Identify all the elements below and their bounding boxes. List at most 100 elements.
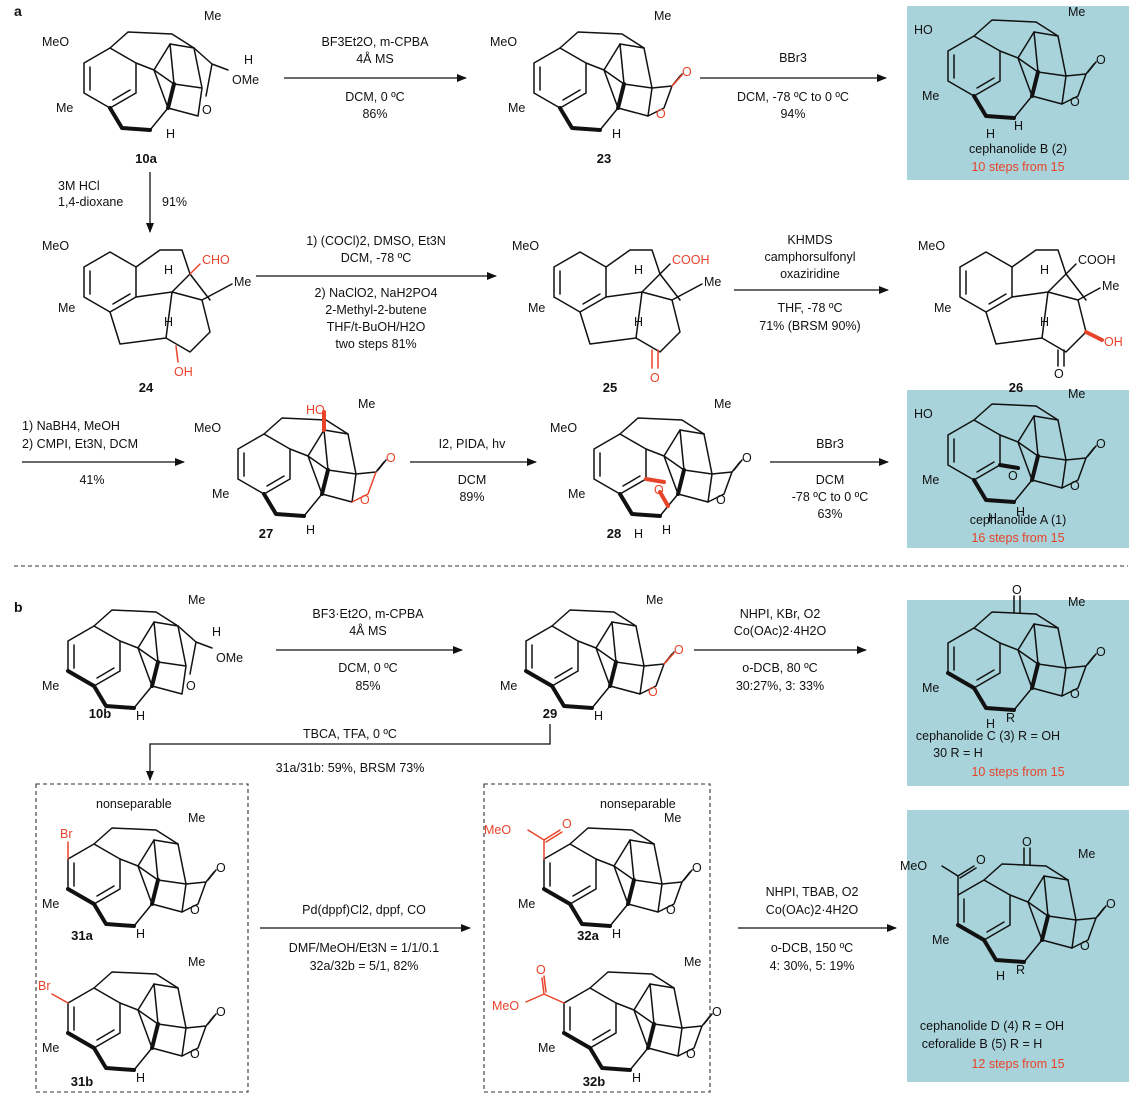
atom-o: O: [1070, 479, 1080, 493]
product-name2-d: ceforalide B (5) R = H: [922, 1037, 1043, 1051]
structure-25: MeO Me H H COOH Me O: [512, 239, 721, 385]
atom-me: Me: [704, 275, 721, 289]
note-nonseparable-31: nonseparable: [96, 797, 172, 811]
cond-r2-line1: BBr3: [779, 51, 807, 65]
arrow-r11: [146, 724, 551, 781]
atom-h: H: [634, 527, 643, 541]
cond-r4-line3: 2) NaClO2, NaH2PO4: [315, 286, 438, 300]
atom-me: Me: [358, 397, 375, 411]
atom-me: Me: [212, 487, 229, 501]
atom-h: H: [136, 927, 145, 941]
cond-r12-line1: Pd(dppf)Cl2, dppf, CO: [302, 903, 426, 917]
atom-o: O: [1106, 897, 1116, 911]
note-nonseparable-32: nonseparable: [600, 797, 676, 811]
atom-h: H: [1016, 505, 1025, 519]
atom-br: Br: [60, 827, 73, 841]
atom-h: H: [612, 927, 621, 941]
conditions-r10: NHPI, KBr, O2 Co(OAc)2·4H2O o-DCB, 80 ºC…: [734, 607, 827, 693]
atom-me: Me: [528, 301, 545, 315]
atom-meo: MeO: [484, 823, 511, 837]
atom-o: O: [1022, 835, 1032, 849]
atom-h: H: [594, 709, 603, 723]
atom-me: Me: [538, 1041, 555, 1055]
atom-o: O: [742, 451, 752, 465]
atom-me: Me: [714, 397, 731, 411]
atom-o: O: [386, 451, 396, 465]
atom-me: Me: [508, 101, 525, 115]
structure-28: MeO Me Me O O O H H: [550, 397, 752, 541]
atom-meo: MeO: [194, 421, 221, 435]
structure-27: MeO Me Me HO O O H: [194, 397, 396, 537]
product-steps-a: 16 steps from 15: [971, 531, 1064, 545]
cond-r8-line2: DCM: [816, 473, 844, 487]
atom-o: O: [1096, 645, 1106, 659]
atom-o: O: [1012, 583, 1022, 597]
cond-r1-line2: 4Å MS: [356, 51, 394, 66]
atom-o: O: [976, 853, 986, 867]
atom-meo: MeO: [492, 999, 519, 1013]
atom-h: H: [986, 717, 995, 731]
cond-r13-line1: NHPI, TBAB, O2: [766, 885, 859, 899]
conditions-r12: Pd(dppf)Cl2, dppf, CO DMF/MeOH/Et3N = 1/…: [289, 903, 439, 973]
atom-meo: MeO: [918, 239, 945, 253]
product-box-cephanolide-c: [907, 600, 1129, 786]
atom-br: Br: [38, 979, 51, 993]
atom-o: O: [682, 65, 692, 79]
cond-r8-line3: -78 ºC to 0 ºC: [792, 490, 869, 504]
label-28: 28: [607, 526, 621, 541]
atom-me: Me: [56, 101, 73, 115]
atom-o: O: [674, 643, 684, 657]
atom-h: H: [988, 511, 997, 525]
atom-o: O: [1054, 367, 1064, 381]
atom-ome: OMe: [216, 651, 243, 665]
atom-cho: CHO: [202, 253, 230, 267]
structure-31a: Br Me Me O O H: [42, 811, 226, 941]
atom-me: Me: [1078, 847, 1095, 861]
cond-r5-line2: camphorsulfonyl: [764, 250, 855, 264]
atom-ho: HO: [914, 23, 933, 37]
atom-h: H: [634, 263, 643, 277]
conditions-r5: KHMDS camphorsulfonyl oxaziridine THF, -…: [759, 233, 860, 333]
cond-r6-line3: 41%: [79, 473, 104, 487]
product-name2-c: 30 R = H: [933, 746, 983, 760]
atom-o: O: [666, 903, 676, 917]
cond-r4-line1: 1) (COCl)2, DMSO, Et3N: [306, 234, 446, 248]
atom-h: H: [662, 523, 671, 537]
atom-o: O: [1096, 437, 1106, 451]
conditions-r2: BBr3 DCM, -78 ºC to 0 ºC 94%: [737, 51, 849, 121]
atom-me: Me: [922, 89, 939, 103]
atom-meo: MeO: [42, 35, 69, 49]
atom-me: Me: [654, 9, 671, 23]
section-b-label: b: [14, 599, 23, 615]
cond-r3-line2: 1,4-dioxane: [58, 195, 123, 209]
atom-me: Me: [42, 1041, 59, 1055]
atom-cooh: COOH: [672, 253, 710, 267]
structure-26: MeO Me H H COOH Me OH O: [918, 239, 1123, 381]
atom-me: Me: [684, 955, 701, 969]
cond-r8-line1: BBr3: [816, 437, 844, 451]
atom-o: O: [656, 107, 666, 121]
cond-r2-line3: 94%: [780, 107, 805, 121]
atom-o: O: [536, 963, 546, 977]
atom-o: O: [216, 1005, 226, 1019]
cond-r10-line4: 30:27%, 3: 33%: [736, 679, 824, 693]
label-23: 23: [597, 151, 611, 166]
atom-h: H: [212, 625, 221, 639]
cond-r1-line3: DCM, 0 ºC: [345, 90, 404, 104]
label-32a: 32a: [577, 928, 599, 943]
atom-h: H: [996, 969, 1005, 983]
atom-h: H: [1040, 315, 1049, 329]
atom-r: R: [1006, 711, 1015, 725]
cond-r10-line2: Co(OAc)2·4H2O: [734, 624, 827, 638]
cond-r12-line3: 32a/32b = 5/1, 82%: [310, 959, 419, 973]
atom-me: Me: [234, 275, 251, 289]
cond-r1-line1: BF3Et2O, m-CPBA: [322, 35, 430, 49]
conditions-r1: BF3Et2O, m-CPBA 4Å MS DCM, 0 ºC 86%: [322, 35, 430, 121]
product-name-a: cephanolide A (1): [970, 513, 1067, 527]
atom-h: H: [1014, 119, 1023, 133]
structure-10b: Me Me H OMe O H: [42, 593, 243, 723]
conditions-r9: BF3·Et2O, m-CPBA 4Å MS DCM, 0 ºC 85%: [312, 607, 424, 693]
section-a-label: a: [14, 3, 22, 19]
atom-o: O: [692, 861, 702, 875]
product-box-cephanolide-b: [907, 6, 1129, 180]
